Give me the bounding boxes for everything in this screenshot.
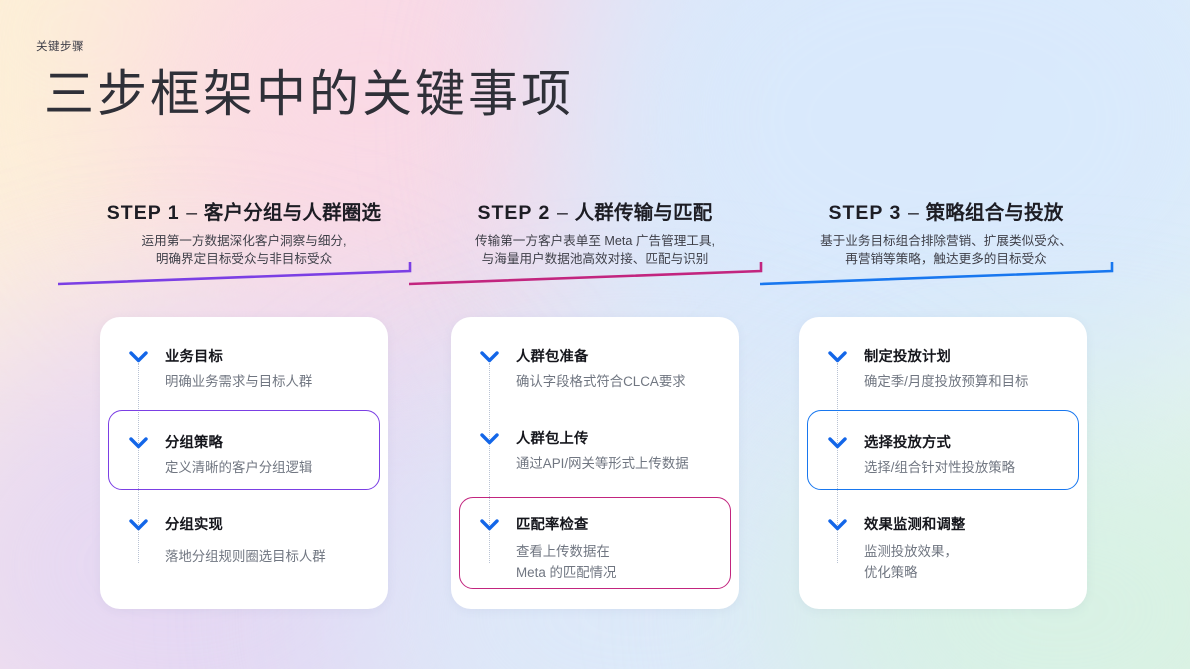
step-subtitle-2: 传输第一方客户表单至 Meta 广告管理工具, 与海量用户数据池高效对接、匹配与… [419,232,771,268]
list-item[interactable]: 匹配率检查 查看上传数据在 Meta 的匹配情况 [451,516,739,583]
highlight-box-2 [459,497,731,589]
list-item[interactable]: 人群包准备 确认字段格式符合CLCA要求 [451,348,739,392]
step-rule-2 [409,262,781,288]
step-title-2: STEP 2 – 人群传输与匹配 [419,196,771,225]
chevron-down-icon [129,436,148,450]
list-item-desc: 选择/组合针对性投放策略 [864,457,1077,478]
list-item[interactable]: 分组策略 定义清晰的客户分组逻辑 [100,434,388,478]
step-header-1: STEP 1 – 客户分组与人群圈选 运用第一方数据深化客户洞察与细分, 明确界… [58,196,420,286]
step-header-3: STEP 3 – 策略组合与投放 基于业务目标组合排除营销、扩展类似受众、 再营… [760,196,1122,286]
connector-line-2 [489,363,490,563]
step-subtitle-1: 运用第一方数据深化客户洞察与细分, 明确界定目标受众与非目标受众 [68,232,420,268]
page-title: 三步框架中的关键事项 [44,66,574,122]
step-title-3: STEP 3 – 策略组合与投放 [770,196,1122,225]
list-item-title: 分组实现 [165,517,223,533]
list-item-desc-line: 确定季/月度投放预算和目标 [864,374,1029,389]
list-item-desc: 明确业务需求与目标人群 [165,371,378,392]
highlight-box-3 [807,410,1079,490]
list-item-title: 人群包准备 [516,349,589,365]
connector-line-3 [837,363,838,563]
list-item-desc-line: 落地分组规则圈选目标人群 [165,549,326,564]
step-dash-3: – [902,202,925,224]
list-item-desc: 定义清晰的客户分组逻辑 [165,457,378,478]
step-subtitle-line: 明确界定目标受众与非目标受众 [155,252,333,266]
chevron-down-icon [129,350,148,364]
step-dash-2: – [551,202,574,224]
list-item[interactable]: 效果监测和调整 监测投放效果， 优化策略 [799,516,1087,583]
list-item-desc-line: Meta 的匹配情况 [516,565,617,580]
list-item[interactable]: 人群包上传 通过API/网关等形式上传数据 [451,430,739,474]
step-subtitle-line: 传输第一方客户表单至 Meta 广告管理工具, [475,234,715,248]
step-rule-1 [58,262,430,288]
list-item-desc-line: 优化策略 [864,565,918,580]
step-subtitle-line: 基于业务目标组合排除营销、扩展类似受众、 [820,234,1072,248]
step-subtitle-3: 基于业务目标组合排除营销、扩展类似受众、 再营销等策略，触达更多的目标受众 [770,232,1122,268]
list-item-title: 选择投放方式 [864,435,951,451]
chevron-down-icon [129,518,148,532]
list-item-desc: 确定季/月度投放预算和目标 [864,371,1077,392]
chevron-down-icon [480,350,499,364]
step-label-2: STEP 2 [477,202,551,224]
list-item-desc-line: 查看上传数据在 [516,544,610,559]
list-item-title: 业务目标 [165,349,223,365]
step-label-3: STEP 3 [828,202,902,224]
chevron-down-icon [828,436,847,450]
list-item-title: 人群包上传 [516,431,589,447]
eyebrow-label: 关键步骤 [36,41,84,53]
chevron-down-icon [828,350,847,364]
step-label-1: STEP 1 [106,202,180,224]
step-subtitle-line: 与海量用户数据池高效对接、匹配与识别 [481,252,709,266]
step-rule-3 [760,262,1132,288]
list-item-title: 效果监测和调整 [864,517,966,533]
step-dash-1: – [180,202,203,224]
list-item[interactable]: 制定投放计划 确定季/月度投放预算和目标 [799,348,1087,392]
step-cards: 业务目标 明确业务需求与目标人群 分组策略 定义清晰的客户分组逻辑 [0,317,1190,609]
list-item-desc-line: 确认字段格式符合CLCA要求 [516,374,686,389]
chevron-down-icon [828,518,847,532]
list-item[interactable]: 选择投放方式 选择/组合针对性投放策略 [799,434,1087,478]
step-name-1: 客户分组与人群圈选 [203,202,382,224]
list-item-desc: 监测投放效果， 优化策略 [864,541,1077,583]
chevron-down-icon [480,518,499,532]
list-item-desc: 通过API/网关等形式上传数据 [516,453,729,474]
list-item-desc: 确认字段格式符合CLCA要求 [516,371,729,392]
list-item-title: 匹配率检查 [516,517,589,533]
step-header-2: STEP 2 – 人群传输与匹配 传输第一方客户表单至 Meta 广告管理工具,… [409,196,771,286]
step-name-2: 人群传输与匹配 [574,202,713,224]
chevron-down-icon [480,432,499,446]
list-item-title: 分组策略 [165,435,223,451]
step-title-1: STEP 1 – 客户分组与人群圈选 [68,196,420,225]
step-card-1: 业务目标 明确业务需求与目标人群 分组策略 定义清晰的客户分组逻辑 [100,317,388,609]
list-item-desc-line: 选择/组合针对性投放策略 [864,460,1016,475]
step-card-2: 人群包准备 确认字段格式符合CLCA要求 人群包上传 通过API/网关等形式上传… [451,317,739,609]
connector-line-1 [138,363,139,563]
list-item-desc-line: 通过API/网关等形式上传数据 [516,456,689,471]
list-item[interactable]: 分组实现 落地分组规则圈选目标人群 [100,516,388,567]
list-item-title: 制定投放计划 [864,349,951,365]
step-card-3: 制定投放计划 确定季/月度投放预算和目标 选择投放方式 选择/组合针对性投放策略 [799,317,1087,609]
step-subtitle-line: 运用第一方数据深化客户洞察与细分, [141,234,347,248]
highlight-box-1 [108,410,380,490]
list-item-desc: 查看上传数据在 Meta 的匹配情况 [516,541,729,583]
list-item-desc: 落地分组规则圈选目标人群 [165,546,378,567]
step-name-3: 策略组合与投放 [925,202,1064,224]
list-item-desc-line: 定义清晰的客户分组逻辑 [165,460,313,475]
step-subtitle-line: 再营销等策略，触达更多的目标受众 [845,252,1047,266]
list-item-desc-line: 监测投放效果， [864,544,958,559]
list-item-desc-line: 明确业务需求与目标人群 [165,374,313,389]
list-item[interactable]: 业务目标 明确业务需求与目标人群 [100,348,388,392]
